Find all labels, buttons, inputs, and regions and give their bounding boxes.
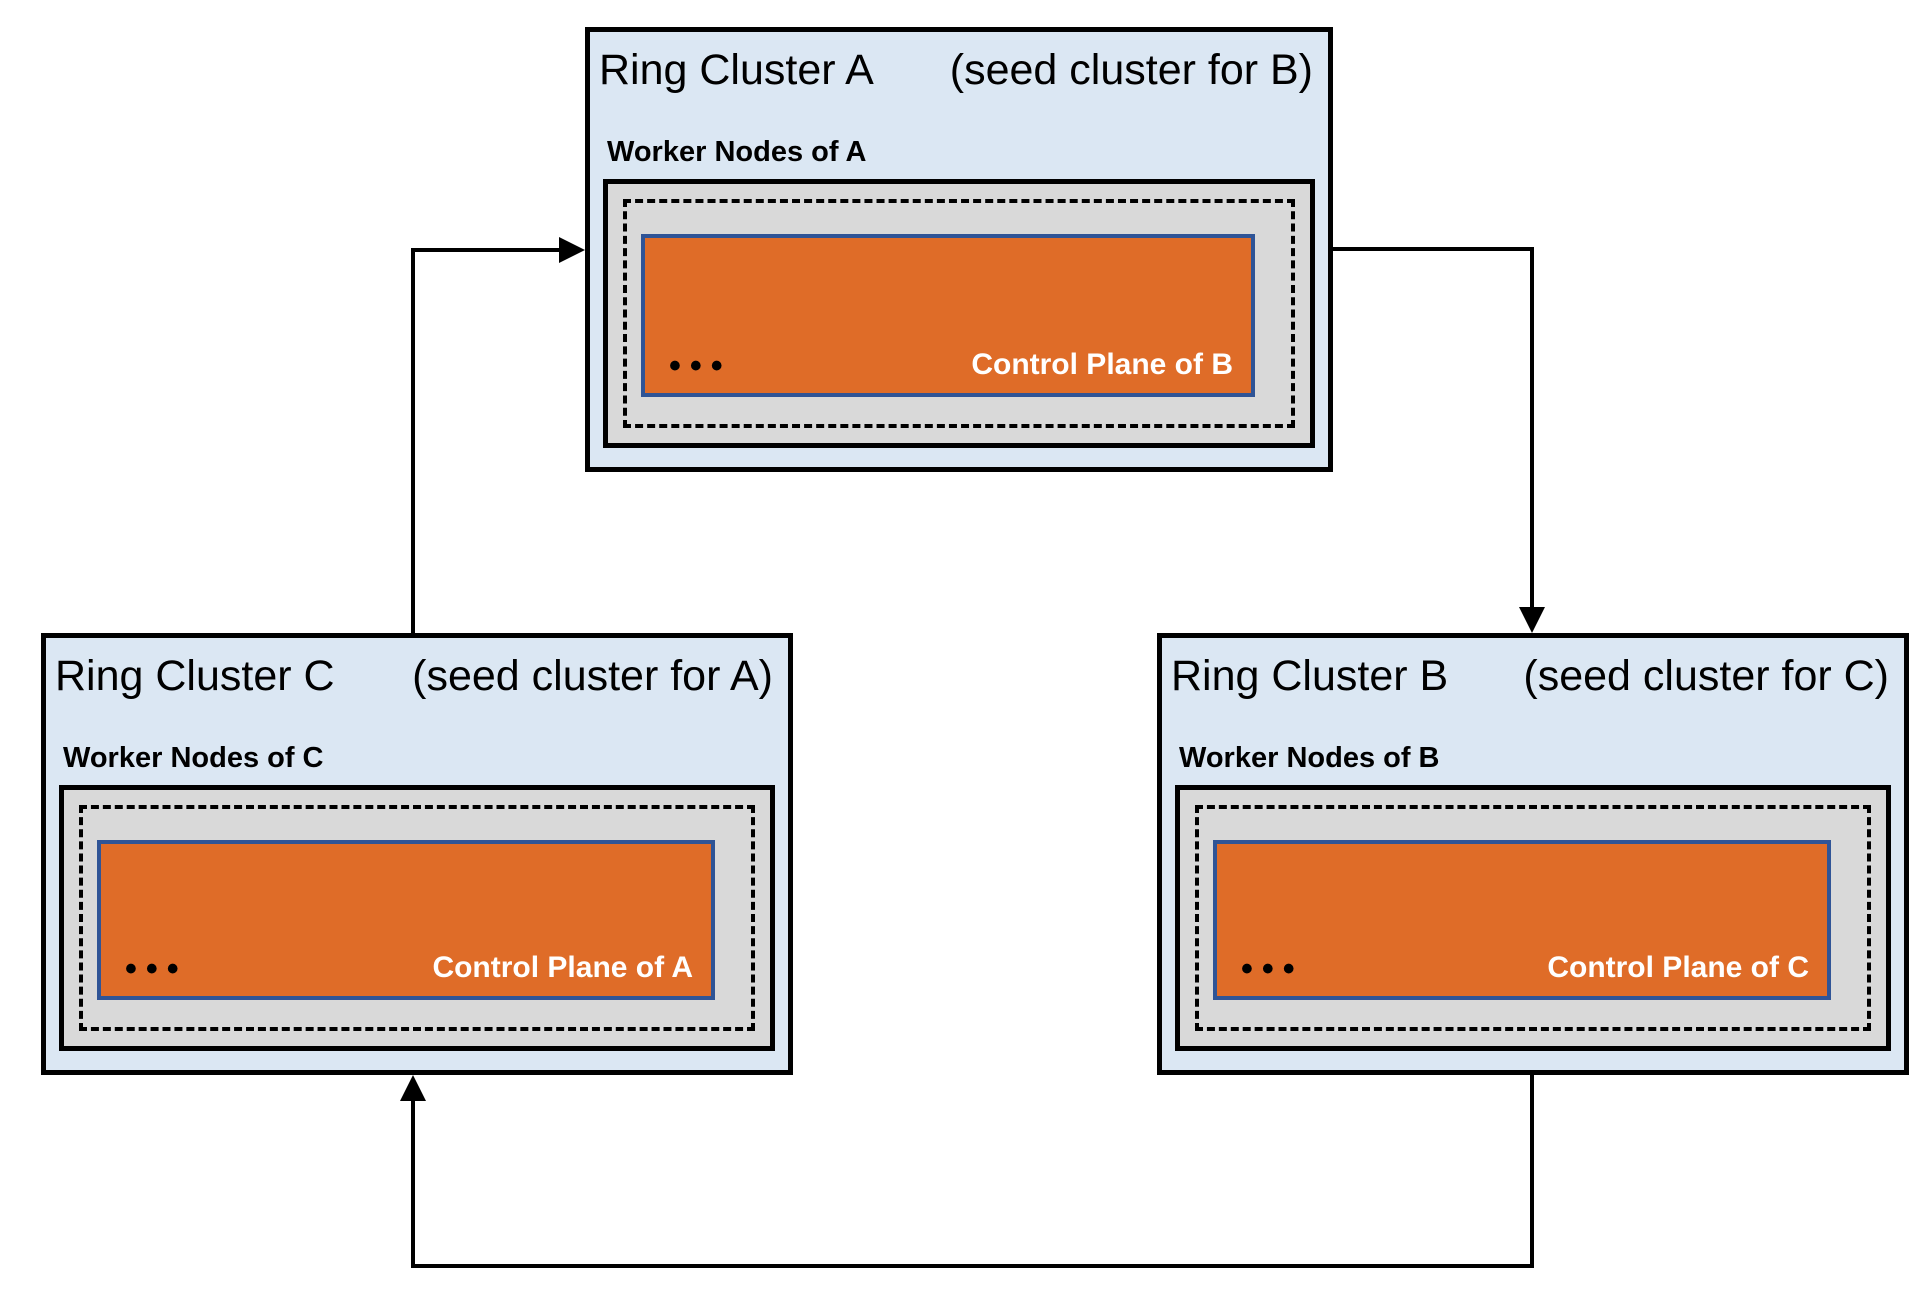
cluster-c-title-row: Ring Cluster C (seed cluster for A) xyxy=(55,652,773,701)
cluster-c-control-plane-label: Control Plane of A xyxy=(432,951,693,984)
ring-cluster-b: Ring Cluster B (seed cluster for C) Work… xyxy=(1157,633,1909,1075)
connector-a-to-b-vertical xyxy=(1530,247,1534,609)
ring-cluster-c: Ring Cluster C (seed cluster for A) Work… xyxy=(41,633,793,1075)
ring-cluster-a: Ring Cluster A (seed cluster for B) Work… xyxy=(585,27,1333,472)
connector-a-to-b-horizontal xyxy=(1330,247,1534,251)
cluster-a-control-plane-box: ••• Control Plane of B xyxy=(641,234,1255,397)
cluster-a-worker-nodes-box: ••• Control Plane of B xyxy=(603,179,1315,448)
connector-c-to-a-horizontal xyxy=(411,248,559,252)
cluster-a-dashed-boundary: ••• Control Plane of B xyxy=(623,199,1295,428)
cluster-a-worker-nodes-label: Worker Nodes of A xyxy=(607,136,867,168)
connector-b-to-c-vertical-left xyxy=(411,1099,415,1268)
cluster-b-control-plane-label: Control Plane of C xyxy=(1547,951,1809,984)
cluster-c-seed-note: (seed cluster for A) xyxy=(412,652,773,700)
cluster-c-worker-nodes-box: ••• Control Plane of A xyxy=(59,785,775,1051)
cluster-b-worker-nodes-label: Worker Nodes of B xyxy=(1179,742,1440,774)
arrow-a-to-b-icon xyxy=(1519,607,1545,633)
cluster-b-dashed-boundary: ••• Control Plane of C xyxy=(1195,805,1871,1031)
arrow-b-to-c-icon xyxy=(400,1075,426,1101)
cluster-a-control-plane-label: Control Plane of B xyxy=(971,348,1233,381)
cluster-c-ellipsis-dots: ••• xyxy=(125,950,188,988)
cluster-b-title-row: Ring Cluster B (seed cluster for C) xyxy=(1171,652,1889,701)
cluster-b-worker-nodes-box: ••• Control Plane of C xyxy=(1175,785,1891,1051)
cluster-c-dashed-boundary: ••• Control Plane of A xyxy=(79,805,755,1031)
cluster-a-seed-note: (seed cluster for B) xyxy=(949,46,1313,94)
cluster-a-title-row: Ring Cluster A (seed cluster for B) xyxy=(599,46,1313,95)
cluster-a-ellipsis-dots: ••• xyxy=(669,347,732,385)
cluster-c-worker-nodes-label: Worker Nodes of C xyxy=(63,742,324,774)
cluster-b-control-plane-box: ••• Control Plane of C xyxy=(1213,840,1831,1000)
connector-b-to-c-horizontal xyxy=(411,1264,1534,1268)
cluster-a-title: Ring Cluster A xyxy=(599,46,874,94)
cluster-b-title: Ring Cluster B xyxy=(1171,652,1449,700)
cluster-b-ellipsis-dots: ••• xyxy=(1241,950,1304,988)
connector-c-to-a-vertical xyxy=(411,248,415,633)
connector-b-to-c-vertical-right xyxy=(1530,1073,1534,1268)
cluster-c-title: Ring Cluster C xyxy=(55,652,335,700)
cluster-c-control-plane-box: ••• Control Plane of A xyxy=(97,840,715,1000)
cluster-b-seed-note: (seed cluster for C) xyxy=(1523,652,1889,700)
arrow-c-to-a-icon xyxy=(559,237,585,263)
